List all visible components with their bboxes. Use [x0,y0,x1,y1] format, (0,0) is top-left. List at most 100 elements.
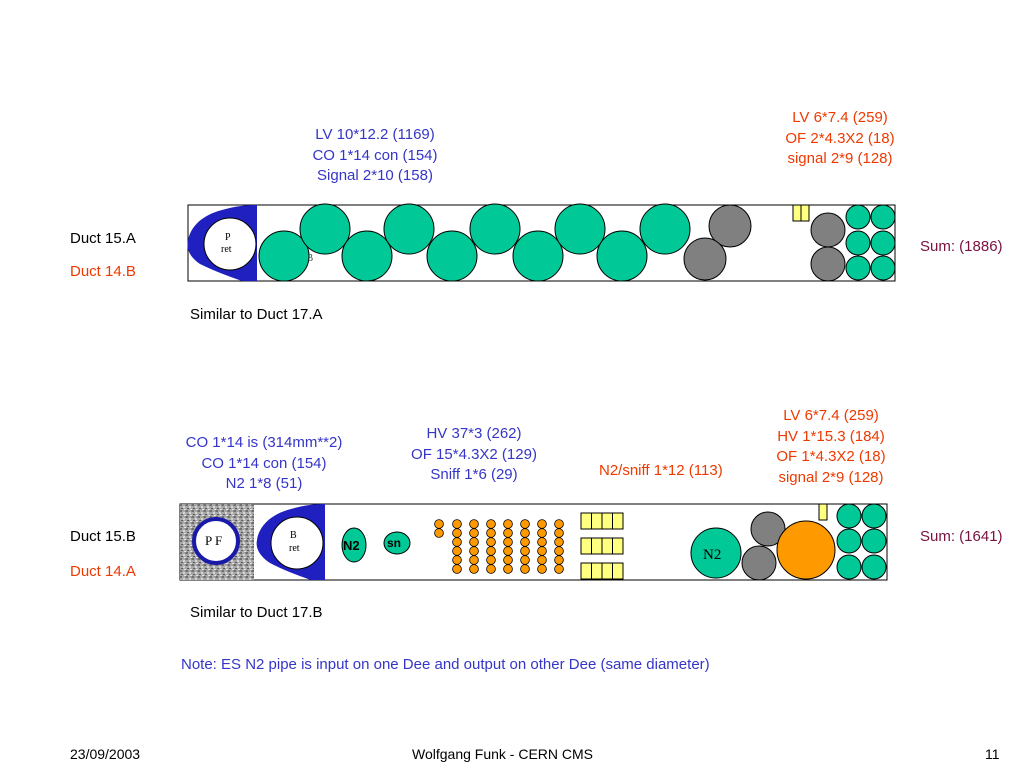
footer-author: Wolfgang Funk - CERN CMS [412,746,594,762]
hv-cable [537,564,547,574]
duct1-right-line-1: LV 6*7.4 (259) [792,109,888,126]
lv-small-cable [836,528,862,554]
hv-cable [554,519,564,529]
of-box [601,562,613,580]
lv-cable [596,230,648,282]
hv-cable [503,537,513,547]
of-cable [750,511,786,547]
lv-small-cable [861,503,887,529]
lv-small-cable [836,503,862,529]
of-box [601,537,613,555]
duct2-left-cable-group: CO 1*14 is (314mm**2) CO 1*14 con (154) … [164,433,364,495]
hv-cable [554,537,564,547]
lv-cable [554,203,606,255]
duct2-right-line-3: OF 1*4.3X2 (18) [776,448,886,465]
hv-cable [554,564,564,574]
of-box [612,562,624,580]
hv-cable-large [776,520,836,580]
hv-cable [537,555,547,565]
duct1-label-b: Duct 14.B [70,263,136,280]
duct2-left-line-3: N2 1*8 (51) [225,475,303,492]
hv-cable [452,519,462,529]
signal-box [818,503,828,521]
duct1-right-cable-group: LV 6*7.4 (259) OF 2*4.3X2 (18) signal 2*… [755,108,925,170]
duct2-label-b: Duct 14.A [70,563,136,580]
duct1-pipe-label-2: ret [221,244,232,255]
duct2-mid-line-1: HV 37*3 (262) [426,425,522,442]
hv-cable [503,555,513,565]
duct1-left-cable-group: LV 10*12.2 (1169) CO 1*14 con (154) Sign… [285,125,465,187]
hv-cable-bundle [434,519,564,574]
lv-small-cable [870,204,896,230]
hv-cable [520,537,530,547]
lv-small-cable [861,528,887,554]
duct2-pipe-circle [270,516,324,570]
duct2-left-line-1: CO 1*14 is (314mm**2) [185,434,343,451]
hv-cable [486,555,496,565]
hv-cable [537,519,547,529]
of-box [591,512,603,530]
hv-cable [554,555,564,565]
hv-cable [469,555,479,565]
duct1-pipe-label-1: P [225,232,231,243]
duct2-mid-cable-group: HV 37*3 (262) OF 15*4.3X2 (129) Sniff 1*… [384,424,564,486]
hv-cable [486,537,496,547]
duct2-right-line-1: LV 6*7.4 (259) [783,407,879,424]
of-box [612,512,624,530]
duct1-right-line-2: OF 2*4.3X2 (18) [785,129,895,147]
sn-small-label: sn [387,536,401,550]
lv-small-cable [861,554,887,580]
duct1-right-line-3: signal 2*9 (128) [787,150,893,167]
lv-small-cable [836,554,862,580]
hv-cable [520,546,530,556]
duct1-similar-note: Similar to Duct 17.A [190,306,323,323]
hv-cable [486,546,496,556]
duct2-n2-sniff-label: N2/sniff 1*12 (113) [599,462,723,479]
hv-cable [452,564,462,574]
hv-cable [452,555,462,565]
hv-cable [469,546,479,556]
of-box [591,562,603,580]
duct1-label-a: Duct 15.A [70,230,136,247]
footer-date: 23/09/2003 [70,746,141,762]
duct2-right-line-2: HV 1*15.3 (184) [777,427,885,445]
lv-small-cable [870,255,896,281]
hv-cable [503,564,513,574]
duct2-right-line-4: signal 2*9 (128) [778,468,884,486]
of-box [591,537,603,555]
of-box [612,537,624,555]
lv-cable [299,203,351,255]
of-box [601,512,613,530]
sniff-pipe-small [383,531,411,555]
hv-cable [503,546,513,556]
lv-small-cable [845,204,871,230]
hv-cable [503,519,513,529]
lv-cable [512,230,564,282]
hv-cable [554,528,564,538]
lv-cable [469,203,521,255]
hv-cable [469,528,479,538]
hv-cable [520,528,530,538]
duct1-pipe-circle [203,217,257,271]
duct1-left-line-1: LV 10*12.2 (1169) [315,126,435,143]
hv-cable [486,564,496,574]
of-cable [741,545,777,581]
hv-cable [486,528,496,538]
duct2-pipe-label-2: ret [289,543,300,554]
lv-cable [258,230,310,282]
of-cable [810,246,846,282]
hv-cable [537,537,547,547]
hv-cable [520,519,530,529]
duct2-pipe-label-1: B [290,530,297,541]
hv-cable [469,519,479,529]
duct2-mid-line-3: Sniff 1*6 (29) [430,466,518,483]
co-cable [683,237,727,281]
lv-cable [341,230,393,282]
lv-small-cable [870,230,896,256]
footnote: Note: ES N2 pipe is input on one Dee and… [181,656,710,673]
hv-cable [520,555,530,565]
of-box [580,537,592,555]
of-box-bundle [580,512,624,580]
hv-cable [537,528,547,538]
